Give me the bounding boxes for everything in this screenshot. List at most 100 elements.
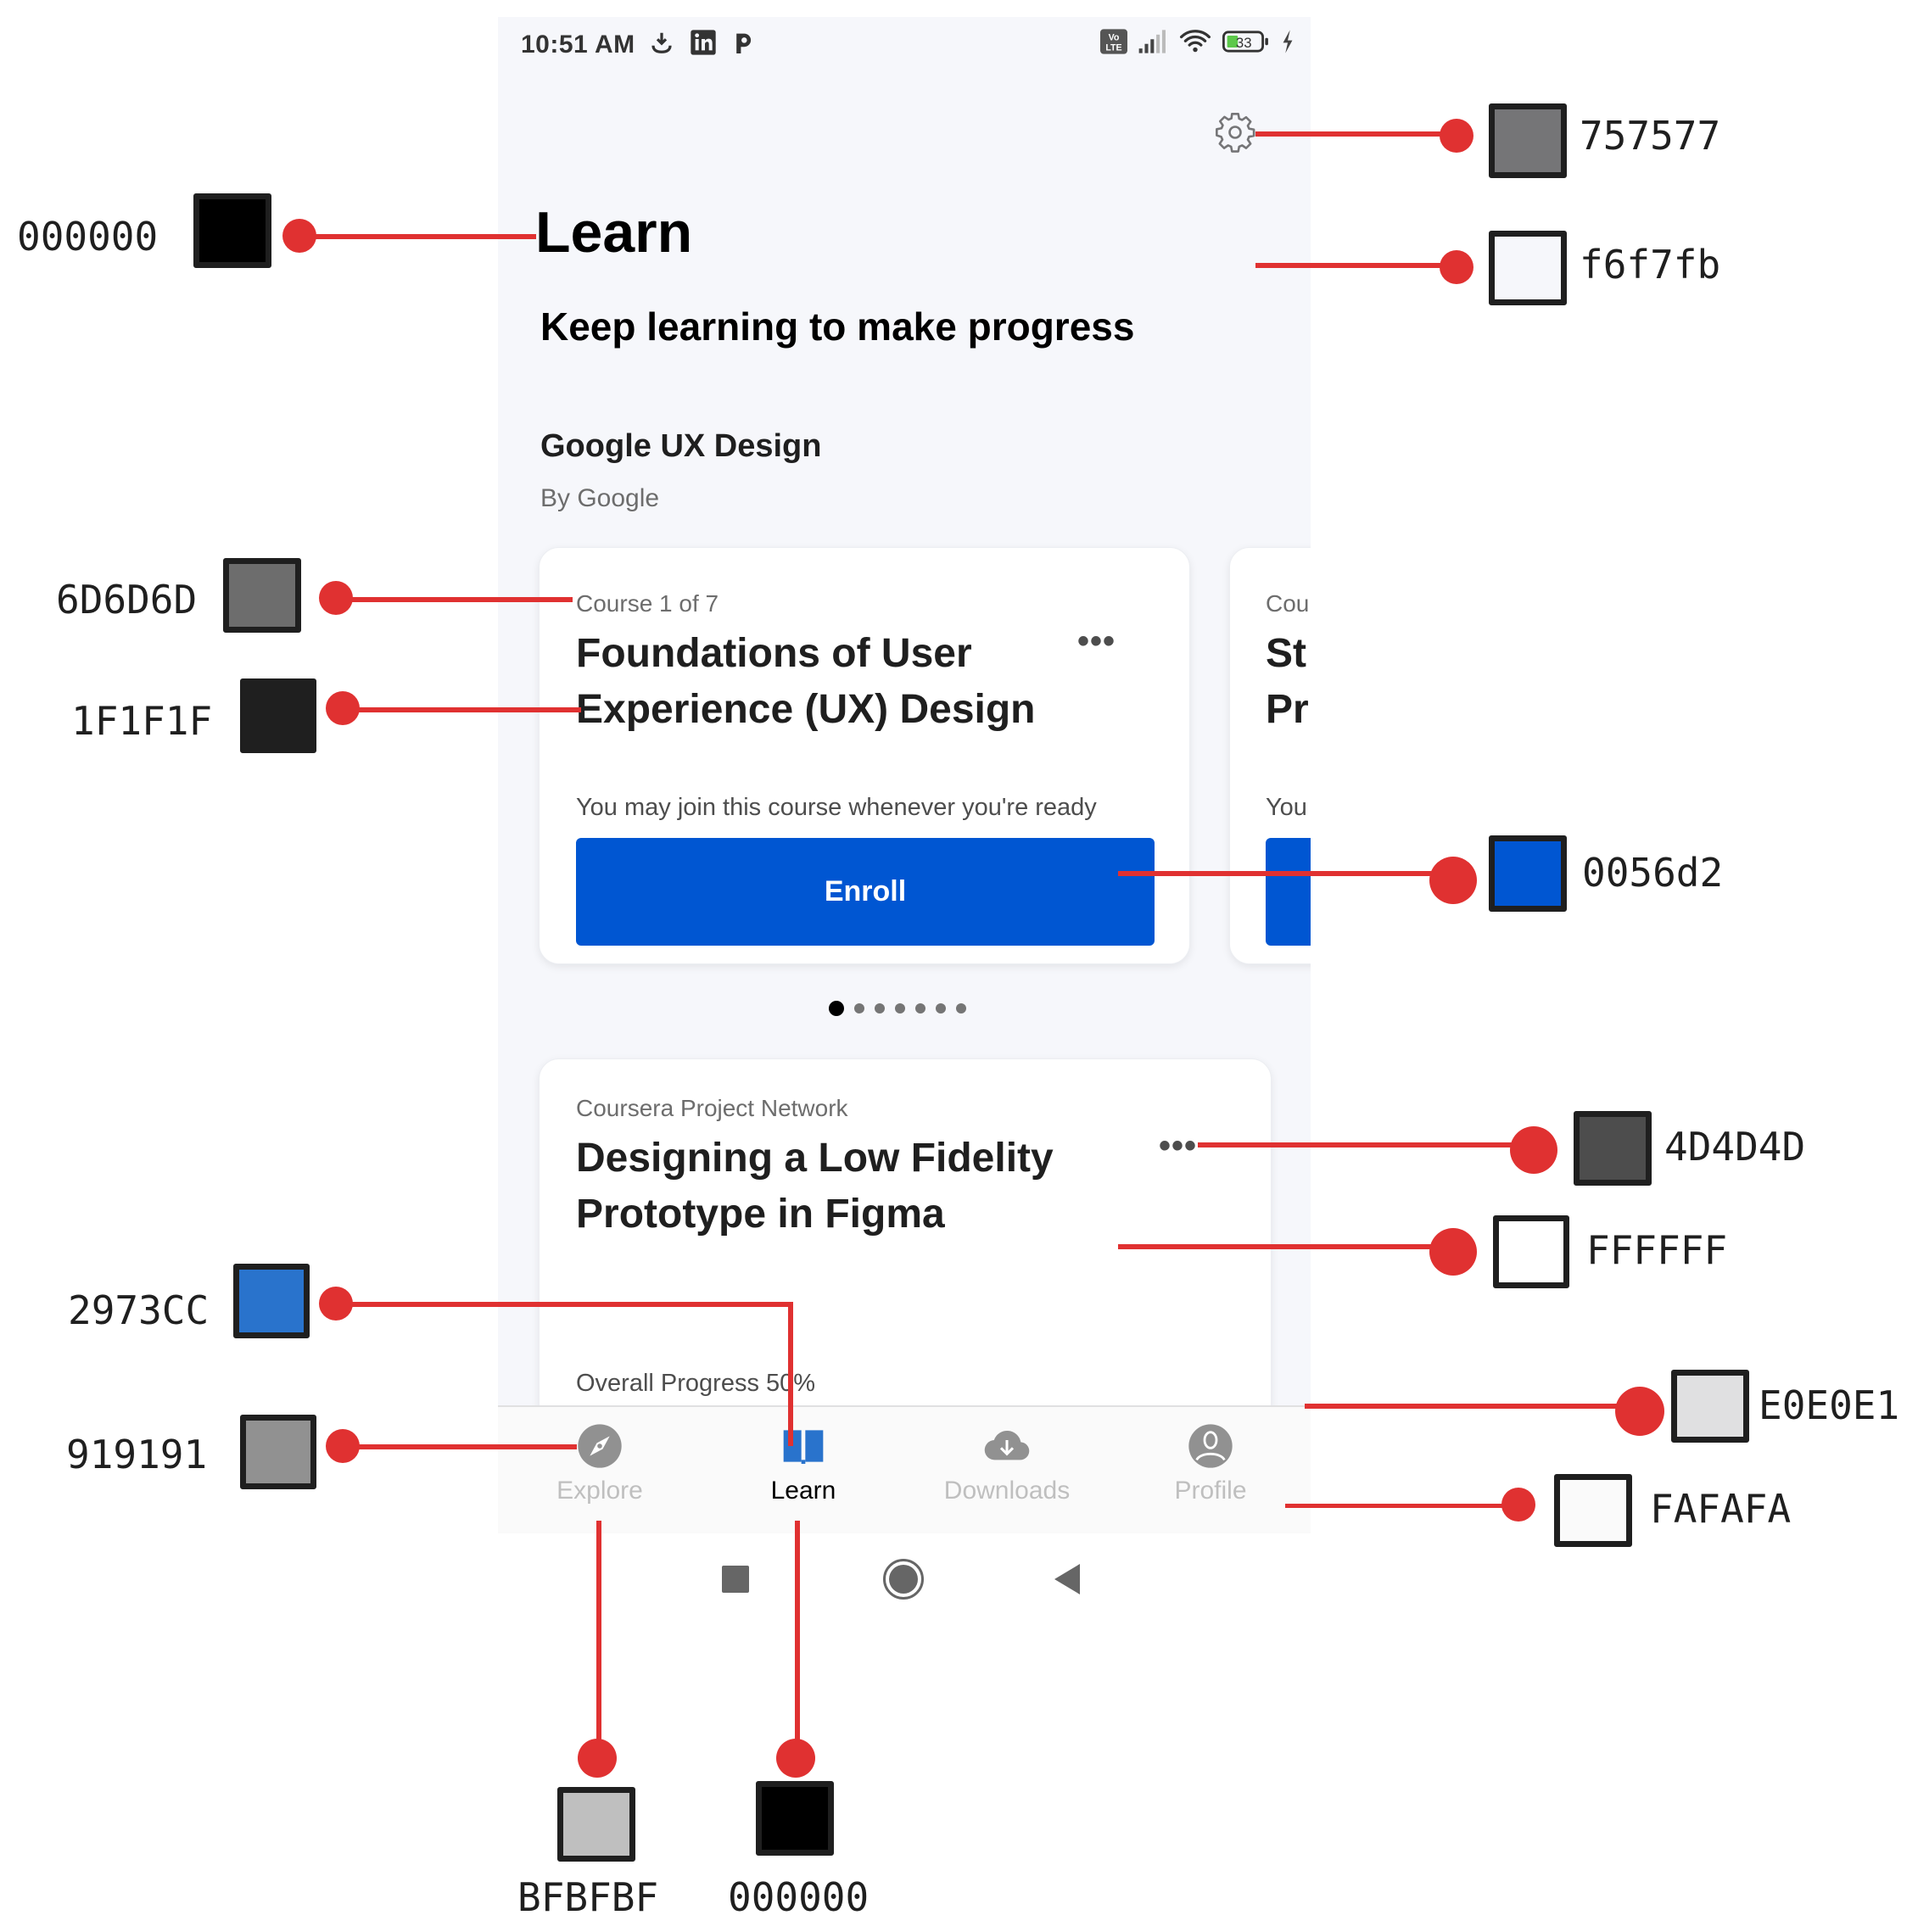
- page-dot[interactable]: [956, 1003, 966, 1013]
- course-title: St Pr: [1266, 631, 1309, 732]
- nav-item-downloads[interactable]: Downloads: [922, 1422, 1092, 1505]
- more-options-icon[interactable]: •••: [1159, 1127, 1198, 1164]
- svg-text:LTE: LTE: [1105, 43, 1121, 53]
- page-dot[interactable]: [936, 1003, 946, 1013]
- nav-label: Profile: [1174, 1477, 1247, 1505]
- annotation-line: [1198, 1142, 1529, 1147]
- annotation-pin: [1615, 1387, 1664, 1436]
- color-swatch-f6f7fb: [1489, 231, 1567, 305]
- hex-label: 4D4D4D: [1664, 1124, 1806, 1170]
- color-swatch-1F1F1F: [240, 678, 316, 753]
- annotation-line: [339, 597, 573, 602]
- nav-item-profile[interactable]: Profile: [1126, 1422, 1295, 1505]
- color-swatch-000000-label: [756, 1781, 834, 1856]
- annotation-pin: [776, 1739, 815, 1778]
- page-dot[interactable]: [915, 1003, 925, 1013]
- compass-icon: [578, 1424, 622, 1468]
- annotation-line: [795, 1521, 800, 1751]
- battery-icon: 33: [1222, 29, 1270, 54]
- enroll-button[interactable]: Enroll: [576, 838, 1155, 946]
- annotation-line: [1255, 131, 1459, 137]
- color-swatch-6D6D6D: [223, 558, 301, 633]
- course-note: You: [1266, 794, 1307, 821]
- annotation-line: [1255, 263, 1459, 268]
- program-title[interactable]: Google UX Design: [540, 428, 822, 464]
- project-provider: Coursera Project Network: [576, 1095, 848, 1121]
- color-swatch-757577: [1489, 103, 1567, 178]
- page-dot[interactable]: [875, 1003, 885, 1013]
- color-swatch-FAFAFA: [1554, 1474, 1632, 1547]
- back-button[interactable]: [1054, 1564, 1080, 1594]
- annotation-pin: [1440, 119, 1473, 153]
- recents-button[interactable]: [722, 1566, 749, 1593]
- color-swatch-2973CC: [233, 1264, 310, 1338]
- annotation-line: [1285, 1504, 1531, 1508]
- hex-label: FAFAFA: [1650, 1486, 1792, 1532]
- annotation-line: [596, 1521, 601, 1751]
- nav-label: Learn: [770, 1477, 836, 1505]
- cloud-download-icon: [984, 1430, 1030, 1460]
- settings-gear-icon[interactable]: [1213, 110, 1257, 154]
- page-dot-active[interactable]: [829, 1001, 844, 1016]
- linkedin-icon: [690, 29, 717, 56]
- hex-label: FFFFFF: [1586, 1227, 1728, 1273]
- annotation-line: [348, 1444, 577, 1449]
- course-note: You may join this course whenever you're…: [576, 794, 1097, 821]
- hex-label: BFBFBF: [517, 1874, 659, 1920]
- project-progress: Overall Progress 50%: [576, 1370, 816, 1397]
- course-number: Course 1 of 7: [576, 590, 719, 617]
- download-icon: [649, 30, 674, 55]
- hex-label: 919191: [66, 1432, 208, 1477]
- page-title: Learn: [535, 200, 693, 265]
- hex-label: 000000: [17, 214, 159, 260]
- color-swatch-0056d2: [1489, 835, 1567, 912]
- annotation-pin: [1510, 1126, 1557, 1174]
- color-swatch-000000: [193, 193, 271, 268]
- annotation-line: [348, 707, 581, 712]
- page-dot[interactable]: [854, 1003, 864, 1013]
- color-swatch-E0E0E1: [1671, 1370, 1749, 1443]
- annotation-line: [1118, 871, 1457, 876]
- home-button[interactable]: [883, 1559, 924, 1600]
- annotation-pin: [1429, 857, 1477, 904]
- project-title: Designing a Low Fidelity Prototype in Fi…: [576, 1136, 1054, 1237]
- page-dot[interactable]: [895, 1003, 905, 1013]
- annotation-pin: [578, 1739, 617, 1778]
- svg-text:33: 33: [1236, 35, 1252, 51]
- annotation-line: [1305, 1404, 1636, 1409]
- profile-icon: [1188, 1424, 1233, 1468]
- course-title: Foundations of User Experience (UX) Desi…: [576, 631, 1036, 732]
- nav-item-explore[interactable]: Explore: [515, 1422, 685, 1505]
- hex-label: 2973CC: [68, 1287, 210, 1333]
- page-subtitle: Keep learning to make progress: [540, 304, 1135, 349]
- hex-label: 6D6D6D: [56, 577, 198, 623]
- annotation-pin: [1501, 1488, 1535, 1522]
- annotation-line: [339, 1302, 793, 1307]
- signal-icon: [1138, 29, 1168, 54]
- more-options-icon[interactable]: •••: [1077, 623, 1116, 660]
- status-time: 10:51 AM: [521, 31, 635, 59]
- hex-label: 1F1F1F: [71, 698, 213, 744]
- nav-item-learn[interactable]: Learn: [719, 1422, 888, 1505]
- nav-label: Explore: [556, 1477, 643, 1505]
- book-icon: [783, 1430, 824, 1464]
- program-author: By Google: [540, 484, 660, 512]
- system-nav-bar: [498, 1533, 1311, 1635]
- color-swatch-919191: [240, 1415, 316, 1489]
- status-icons-left: [649, 29, 754, 56]
- carousel-pagination[interactable]: [829, 1001, 966, 1016]
- color-swatch-FFFFFF: [1493, 1215, 1569, 1288]
- annotation-pin: [1429, 1228, 1477, 1276]
- course-card[interactable]: Course 1 of 7 Foundations of User Experi…: [539, 547, 1190, 964]
- hex-label: 000000: [728, 1874, 870, 1920]
- nav-label: Downloads: [943, 1477, 1071, 1505]
- hex-label: f6f7fb: [1580, 242, 1721, 288]
- annotation-line: [788, 1302, 793, 1446]
- enroll-button-next[interactable]: [1266, 838, 1311, 946]
- charging-icon: [1280, 29, 1295, 54]
- hex-label: E0E0E1: [1759, 1382, 1900, 1428]
- course-card-next[interactable]: Cou St Pr You: [1229, 547, 1311, 964]
